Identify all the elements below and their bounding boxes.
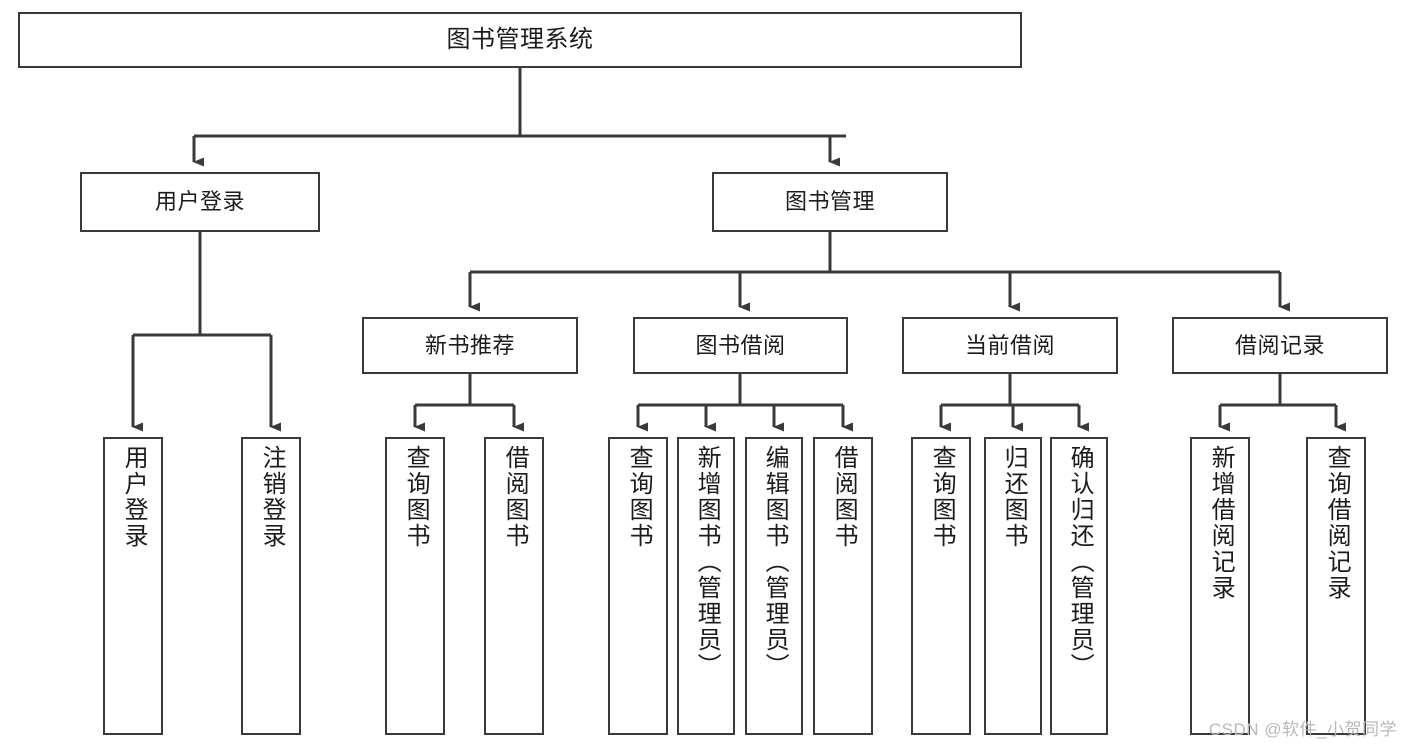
node-leaf-query-book-1[interactable]: 查询图书 xyxy=(385,437,445,735)
node-leaf-add-record[interactable]: 新增借阅记录 xyxy=(1190,437,1250,735)
node-leaf-add-book-label: 新增图书（管理员） xyxy=(693,445,721,679)
node-book-borrow-label: 图书借阅 xyxy=(695,332,786,358)
node-borrow-record[interactable]: 借阅记录 xyxy=(1172,317,1388,374)
node-leaf-query-record[interactable]: 查询借阅记录 xyxy=(1306,437,1366,735)
node-leaf-query-book-2[interactable]: 查询图书 xyxy=(608,437,668,735)
node-current-borrow[interactable]: 当前借阅 xyxy=(902,317,1118,374)
node-leaf-return-book[interactable]: 归还图书 xyxy=(984,437,1042,735)
node-user-login-label: 用户登录 xyxy=(154,189,245,215)
node-leaf-user-logout[interactable]: 注销登录 xyxy=(241,437,301,735)
node-book-borrow[interactable]: 图书借阅 xyxy=(633,317,848,374)
node-book-manage[interactable]: 图书管理 xyxy=(712,172,948,232)
node-leaf-user-login-label: 用户登录 xyxy=(120,445,148,549)
node-leaf-query-record-label: 查询借阅记录 xyxy=(1323,445,1351,601)
node-leaf-confirm-return-label: 确认归还（管理员） xyxy=(1066,445,1094,679)
node-leaf-confirm-return[interactable]: 确认归还（管理员） xyxy=(1050,437,1108,735)
node-leaf-query-book-3-label: 查询图书 xyxy=(928,445,956,549)
node-leaf-borrow-book-1-label: 借阅图书 xyxy=(501,445,529,549)
node-leaf-borrow-book-1[interactable]: 借阅图书 xyxy=(484,437,544,735)
node-leaf-query-book-3[interactable]: 查询图书 xyxy=(911,437,971,735)
node-leaf-user-login[interactable]: 用户登录 xyxy=(103,437,163,735)
node-current-borrow-label: 当前借阅 xyxy=(964,332,1055,358)
node-user-login[interactable]: 用户登录 xyxy=(80,172,320,232)
node-root[interactable]: 图书管理系统 xyxy=(18,12,1022,68)
node-root-label: 图书管理系统 xyxy=(446,25,594,53)
node-leaf-edit-book-label: 编辑图书（管理员） xyxy=(761,445,789,679)
node-leaf-add-book[interactable]: 新增图书（管理员） xyxy=(677,437,735,735)
node-new-book-rec[interactable]: 新书推荐 xyxy=(362,317,578,374)
node-leaf-query-book-2-label: 查询图书 xyxy=(625,445,653,549)
node-new-book-rec-label: 新书推荐 xyxy=(424,332,515,358)
node-leaf-borrow-book-2-label: 借阅图书 xyxy=(830,445,858,549)
node-leaf-edit-book[interactable]: 编辑图书（管理员） xyxy=(745,437,803,735)
node-borrow-record-label: 借阅记录 xyxy=(1234,332,1325,358)
node-book-manage-label: 图书管理 xyxy=(784,189,875,215)
node-leaf-borrow-book-2[interactable]: 借阅图书 xyxy=(813,437,873,735)
node-leaf-return-book-label: 归还图书 xyxy=(1000,445,1028,549)
node-leaf-add-record-label: 新增借阅记录 xyxy=(1207,445,1235,601)
node-leaf-query-book-1-label: 查询图书 xyxy=(402,445,430,549)
node-leaf-user-logout-label: 注销登录 xyxy=(258,445,286,549)
csdn-watermark: CSDN @软件_小贺同学 xyxy=(1208,720,1397,739)
